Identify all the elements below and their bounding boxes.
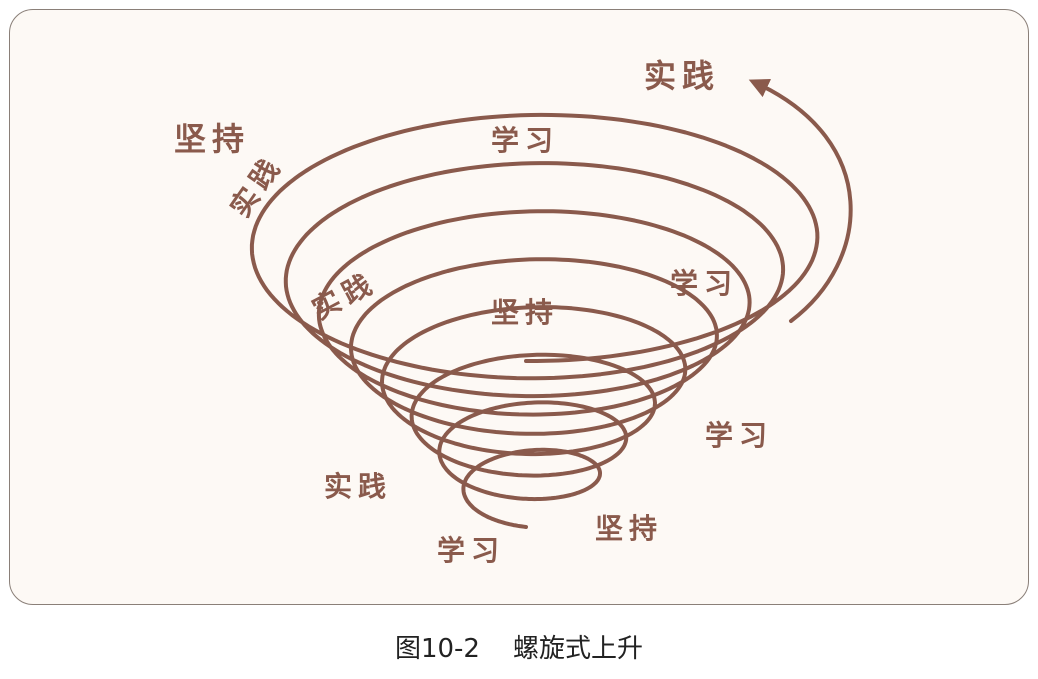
label-top-persist: 坚持	[174, 120, 251, 158]
caption-gap	[480, 634, 513, 664]
figure-caption: 图10-2 螺旋式上升	[0, 636, 1038, 662]
label-bottom-study: 学习	[437, 534, 506, 567]
label-right-study-lower: 学习	[705, 419, 774, 452]
spiral-arrow-icon	[748, 78, 853, 323]
diagram-panel: 实践 坚持 学习 实践 学习 实践 坚持 学习 实践 坚持 学习	[9, 9, 1029, 605]
label-right-study: 学习	[670, 267, 739, 300]
label-inner-persist: 坚持	[491, 296, 560, 329]
spiral-path	[249, 112, 820, 529]
figure-title: 螺旋式上升	[513, 634, 644, 664]
label-bottom-persist: 坚持	[595, 512, 664, 545]
figure-number: 图10-2	[394, 634, 480, 664]
label-bottom-practice: 实践	[324, 470, 393, 503]
label-top-study: 学习	[491, 124, 560, 157]
spiral-diagram	[249, 78, 853, 529]
spiral-group	[249, 112, 820, 529]
label-top-practice: 实践	[644, 57, 721, 95]
